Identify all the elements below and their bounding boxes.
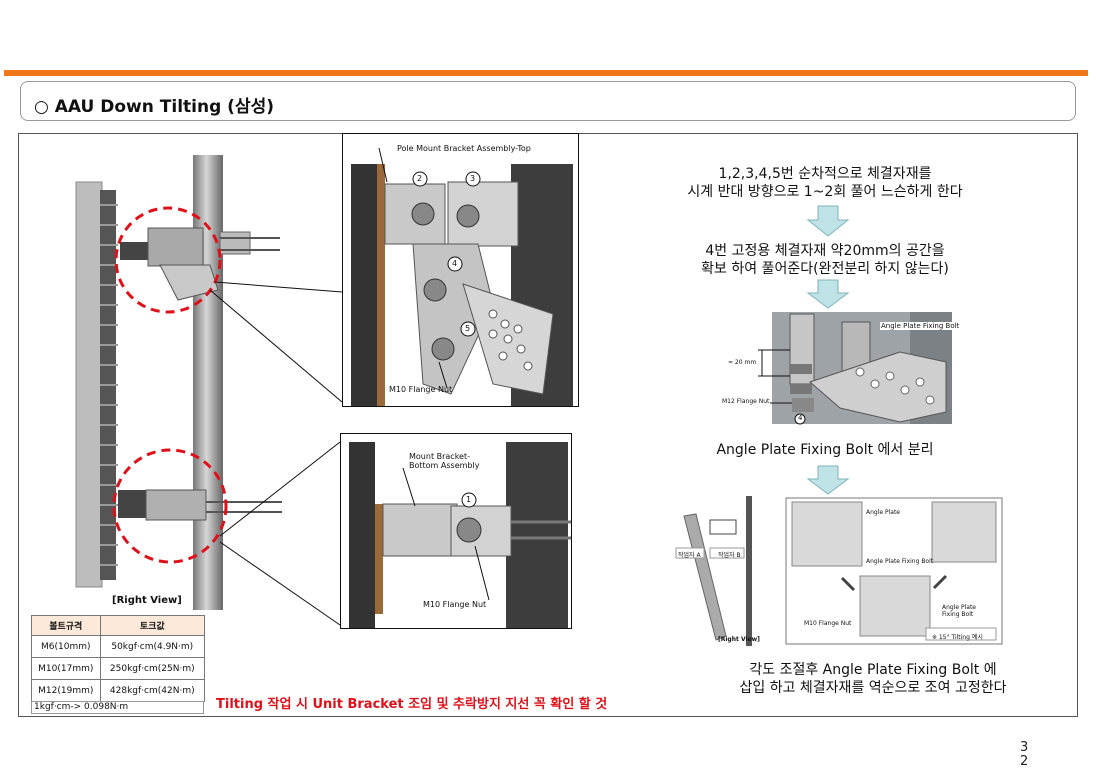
step-1-marker: 1	[466, 495, 472, 504]
small-right-view-label: [Right View]	[718, 636, 760, 643]
top-bracket	[120, 227, 280, 301]
instruction-step4-line2: 삽입 하고 체결자재를 역순으로 조여 고정한다	[739, 680, 1007, 696]
instruction-step3: Angle Plate Fixing Bolt 에서 분리	[716, 442, 934, 458]
angle-plate-label: Angle Plate	[866, 509, 900, 516]
top-bracket-drawing	[351, 147, 573, 406]
torque-cell: 250kgf·cm(25N·m)	[99, 657, 206, 680]
inset-top-bracket: Pole Mount Bracket Assembly-Top 2 3 4 5 …	[342, 133, 579, 407]
angle-plate-fixing-bolt-label: Angle Plate Fixing Bolt	[880, 322, 961, 330]
page-number: 32	[1020, 741, 1030, 769]
table-row: M10(17mm) 250kgf·cm(25N·m)	[31, 657, 206, 680]
table-header-row: 볼트규격 토크값	[31, 615, 206, 636]
header-bolt-spec: 볼트규격	[31, 615, 101, 636]
angle-plate-detail-photo: Angle Plate Fixing Bolt ≈ 20 mm M12 Flan…	[720, 312, 961, 425]
down-arrow-icon	[806, 279, 850, 309]
down-arrow-icon	[806, 465, 850, 495]
bottom-bracket	[118, 489, 282, 521]
bolt-spec-cell: M12(19mm)	[31, 679, 101, 702]
step-4-detail-marker: 4	[798, 414, 803, 422]
pole-mount-label: Pole Mount Bracket Assembly-Top	[397, 144, 531, 153]
m10-nut-label-figure: M10 Flange Nut	[804, 620, 852, 627]
instruction-step4-line1: 각도 조절후 Angle Plate Fixing Bolt 에	[749, 662, 997, 678]
m12-nut-label: M12 Flange Nut	[722, 398, 770, 405]
instruction-step2-line1: 4번 고정용 체결자재 약20mm의 공간을	[705, 243, 945, 259]
accent-bar	[4, 70, 1088, 76]
tilting-example-note: ※ 15° Tilting 예시	[932, 634, 983, 641]
page-number-text: 32	[1020, 740, 1029, 769]
step-4-marker: 4	[452, 259, 458, 268]
torque-cell: 428kgf·cm(42N·m)	[99, 679, 206, 702]
inset-bottom-bracket: Mount Bracket-Bottom Assembly 1 M10 Flan…	[340, 433, 572, 629]
m10-nut-label-top: M10 Flange Nut	[389, 385, 453, 394]
table-row: M12(19mm) 428kgf·cm(42N·m)	[31, 679, 206, 702]
instruction-step2-line2: 확보 하여 풀어준다(완전분리 하지 않는다)	[701, 261, 949, 277]
worker-b-label: 작업자 B	[718, 552, 741, 559]
pole	[193, 155, 223, 610]
title-box	[20, 81, 1076, 121]
table-row: M6(10mm) 50kgf·cm(4.9N·m)	[31, 635, 206, 658]
torque-table: 볼트규격 토크값 M6(10mm) 50kgf·cm(4.9N·m) M10(1…	[31, 615, 206, 702]
unit-conversion-note: 1kgf·cm-> 0.098N·m	[31, 701, 204, 714]
tilt-adjustment-figure: 작업자 A 작업자 B [Right View] Angle Plate Ang…	[674, 496, 1004, 646]
worker-a-label: 작업자 A	[678, 552, 701, 559]
warning-note: Tilting 작업 시 Unit Bracket 조임 및 추락방지 지선 꼭…	[216, 697, 608, 712]
page-title: ○ AAU Down Tilting (삼성)	[34, 97, 274, 117]
bottom-bracket-drawing	[349, 442, 571, 628]
header-torque: 토크값	[99, 615, 206, 636]
tilt-figure-drawing	[675, 496, 1003, 646]
down-arrow-icon	[806, 205, 850, 237]
aau-right-view-illustration	[75, 155, 343, 626]
angle-plate-fixing-bolt-label-1: Angle Plate Fixing Bolt	[866, 558, 934, 565]
bolt-spec-cell: M6(10mm)	[31, 635, 101, 658]
torque-cell: 50kgf·cm(4.9N·m)	[99, 635, 206, 658]
mount-bracket-bottom-label: Mount Bracket-Bottom Assembly	[409, 452, 480, 470]
angle-plate-fixing-bolt-label-2: Angle Plate Fixing Bolt	[942, 604, 976, 618]
instruction-step1-line2: 시계 반대 방향으로 1~2회 풀어 느슨하게 한다	[687, 184, 963, 200]
m10-nut-label-bottom: M10 Flange Nut	[423, 600, 487, 609]
step-3-marker: 3	[470, 174, 476, 183]
dashed-circle-top	[114, 206, 222, 314]
step-2-marker: 2	[417, 174, 423, 183]
detail-photo-drawing	[758, 312, 952, 425]
instruction-step1-line1: 1,2,3,4,5번 순차적으로 체결자재를	[718, 166, 932, 182]
bolt-spec-cell: M10(17mm)	[31, 657, 101, 680]
right-view-caption: [Right View]	[112, 595, 182, 606]
antenna-body	[75, 181, 103, 588]
gap-20mm-label: ≈ 20 mm	[728, 359, 757, 366]
step-5-marker: 5	[465, 324, 471, 333]
dashed-circle-bottom	[112, 448, 228, 564]
